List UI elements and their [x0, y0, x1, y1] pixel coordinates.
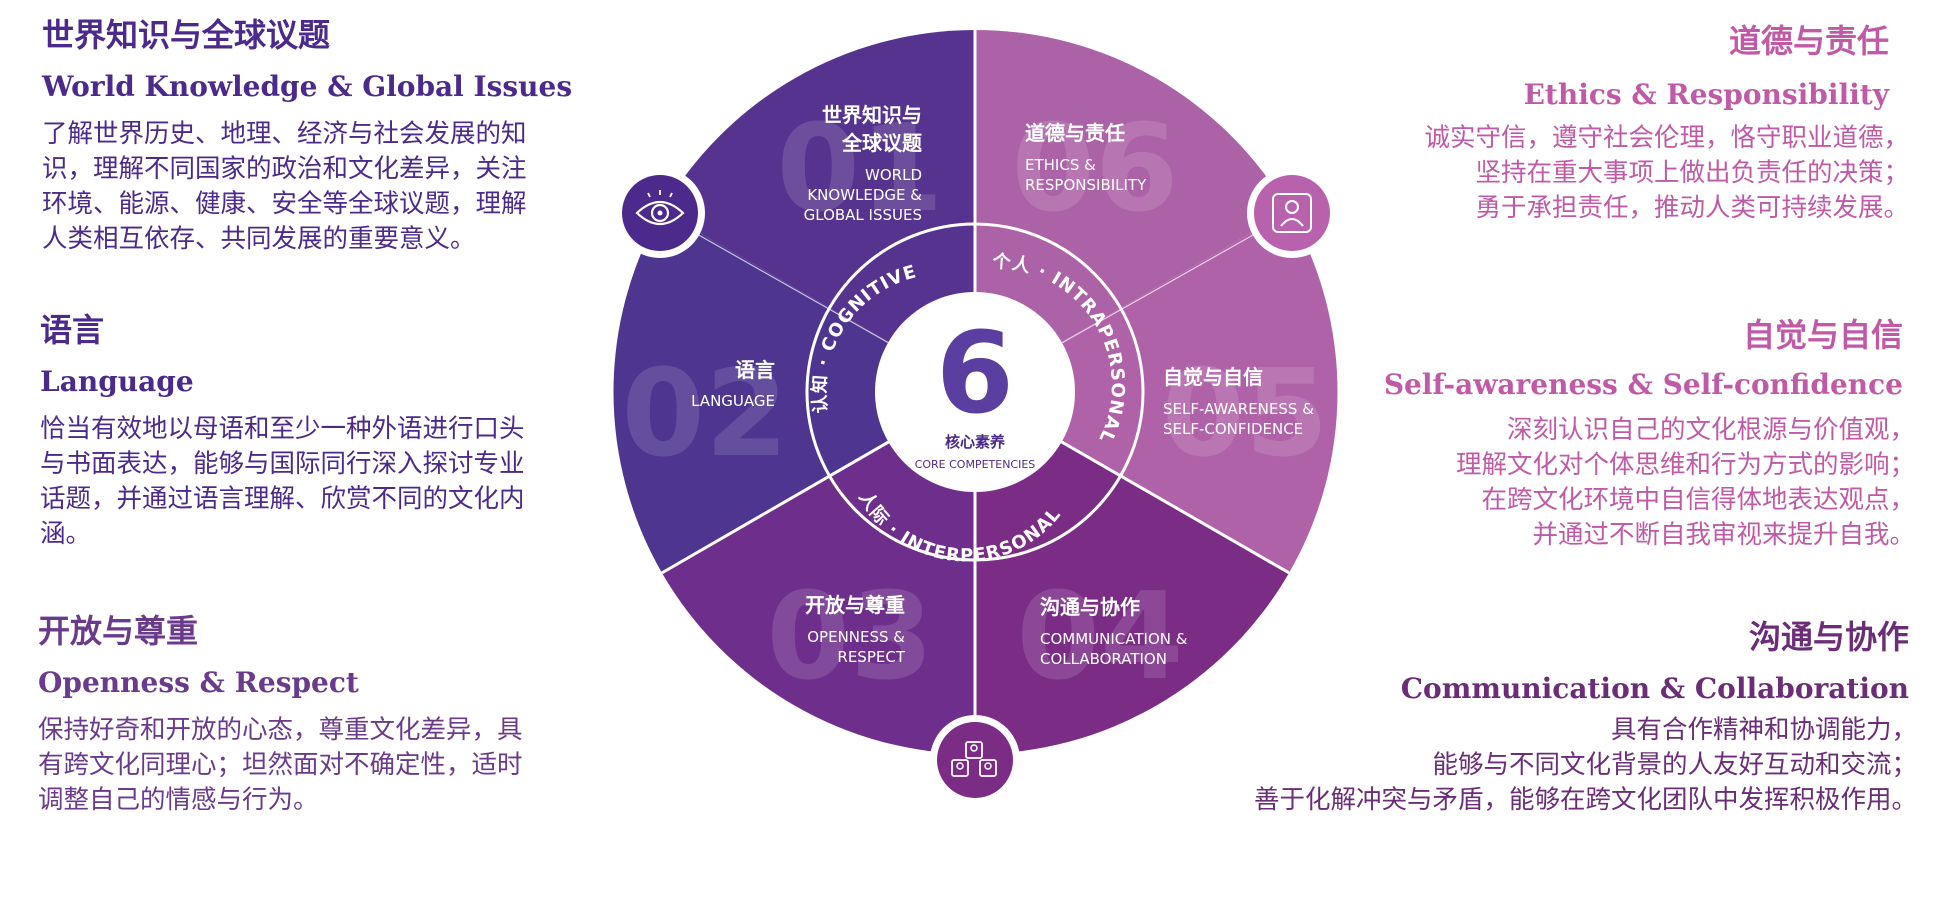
panel-title-en: Ethics & Responsibility	[1523, 78, 1889, 111]
segment-world-knowledge	[662, 30, 975, 392]
segment-label-en: OPENNESS &	[807, 628, 905, 646]
desc-line: 坚持在重大事项上做出负责任的决策；	[1475, 158, 1909, 188]
panel-title-zh: 沟通与协作	[1748, 618, 1909, 656]
panel-language: 语言 Language 恰当有效地以母语和至少一种外语进行口头 与书面表达，能够…	[40, 305, 610, 552]
panel-title-en: World Knowledge & Global Issues	[42, 70, 573, 103]
desc-line: 能够与不同文化背景的人友好互动和交流；	[1432, 750, 1917, 780]
panel-title-zh: 世界知识与全球议题	[42, 16, 331, 54]
segment-label-en: SELF-AWARENESS &	[1163, 400, 1314, 418]
panel-description: 诚实守信，遵守社会伦理，恪守职业道德， 坚持在重大事项上做出负责任的决策； 勇于…	[1209, 121, 1909, 226]
team-icon	[930, 715, 1020, 805]
segment-label-en: COMMUNICATION &	[1040, 630, 1188, 648]
desc-line: 具有合作精神和协调能力，	[1610, 715, 1917, 745]
desc-line: 涵。	[40, 519, 92, 549]
segment-number: 04	[1017, 568, 1184, 707]
center-number: 6	[936, 309, 1014, 439]
desc-line: 了解世界历史、地理、经济与社会发展的知	[42, 119, 527, 149]
competency-wheel: 01 02 03 04 05 06 6 核心素养 CORE COMPETENCI…	[613, 28, 1338, 805]
panel-world-knowledge: 世界知识与全球议题 World Knowledge & Global Issue…	[42, 10, 612, 257]
panel-title-en: Language	[40, 365, 194, 398]
segment-communication	[975, 392, 1289, 755]
segment-label-zh: 道德与责任	[1025, 121, 1125, 145]
center-title-zh: 核心素养	[945, 433, 1006, 451]
segment-label-zh: 世界知识与	[822, 103, 922, 127]
id-badge-icon	[1247, 168, 1337, 258]
panel-description: 深刻认识自己的文化根源与价值观， 理解文化对个体思维和行为方式的影响； 在跨文化…	[1215, 413, 1915, 553]
segment-number: 06	[1012, 100, 1179, 239]
segment-label-en: LANGUAGE	[691, 392, 775, 410]
panel-description: 具有合作精神和协调能力， 能够与不同文化背景的人友好互动和交流； 善于化解冲突与…	[1097, 713, 1917, 818]
desc-line: 话题，并通过语言理解、欣赏不同的文化内	[40, 484, 525, 514]
panel-title-zh: 自觉与自信	[1742, 316, 1903, 354]
segment-label-zh: 语言	[735, 358, 775, 382]
segment-number: 03	[767, 568, 934, 707]
panel-title-zh: 开放与尊重	[38, 612, 199, 650]
segment-label-zh: 沟通与协作	[1040, 595, 1140, 619]
segment-label-en: WORLD	[865, 166, 922, 184]
segment-number: 01	[777, 100, 944, 239]
segment-ethics	[975, 29, 1289, 392]
desc-line: 环境、能源、健康、安全等全球议题，理解	[42, 189, 527, 219]
center-title-en: CORE COMPETENCIES	[915, 458, 1036, 471]
panel-title-en: Openness & Respect	[38, 666, 359, 699]
segment-label-en: GLOBAL ISSUES	[804, 206, 922, 224]
panel-title-zh: 语言	[40, 311, 105, 349]
desc-line: 并通过不断自我审视来提升自我。	[1532, 520, 1915, 550]
desc-line: 保持好奇和开放的心态，尊重文化差异，具	[38, 715, 523, 745]
panel-title-zh: 道德与责任	[1728, 22, 1889, 60]
desc-line: 善于化解冲突与矛盾，能够在跨文化团队中发挥积极作用。	[1253, 785, 1917, 815]
segment-label-zh: 开放与尊重	[805, 593, 905, 617]
panel-self-awareness: 自觉与自信 Self-awareness & Self-confidence 深…	[1215, 310, 1915, 553]
panel-description: 恰当有效地以母语和至少一种外语进行口头 与书面表达，能够与国际同行深入探讨专业 …	[40, 412, 610, 552]
segment-number: 05	[1162, 345, 1329, 484]
desc-line: 调整自己的情感与行为。	[38, 785, 319, 815]
segment-label-zh: 全球议题	[841, 131, 923, 155]
eye-icon	[615, 168, 705, 258]
segment-label-en: RESPONSIBILITY	[1025, 176, 1147, 194]
desc-line: 在跨文化环境中自信得体地表达观点，	[1481, 485, 1915, 515]
segment-label-zh: 自觉与自信	[1163, 365, 1263, 389]
panel-ethics: 道德与责任 Ethics & Responsibility 诚实守信，遵守社会伦…	[1209, 16, 1909, 226]
panel-title-en: Self-awareness & Self-confidence	[1383, 368, 1903, 401]
segment-number: 02	[622, 345, 789, 484]
desc-line: 深刻认识自己的文化根源与价值观，	[1506, 415, 1915, 445]
panel-title-en: Communication & Collaboration	[1400, 672, 1909, 705]
segment-openness	[662, 392, 975, 754]
desc-line: 识，理解不同国家的政治和文化差异，关注	[42, 154, 527, 184]
desc-line: 诚实守信，遵守社会伦理，恪守职业道德，	[1424, 123, 1909, 153]
desc-line: 勇于承担责任，推动人类可持续发展。	[1475, 193, 1909, 223]
desc-line: 人类相互依存、共同发展的重要意义。	[42, 224, 476, 254]
segment-label-en: ETHICS &	[1025, 156, 1096, 174]
desc-line: 有跨文化同理心；坦然面对不确定性，适时	[38, 750, 523, 780]
panel-communication: 沟通与协作 Communication & Collaboration 具有合作…	[1097, 612, 1917, 818]
segment-label-en: KNOWLEDGE &	[807, 186, 922, 204]
segment-label-en: RESPECT	[837, 648, 905, 666]
panel-openness: 开放与尊重 Openness & Respect 保持好奇和开放的心态，尊重文化…	[38, 606, 608, 818]
panel-description: 了解世界历史、地理、经济与社会发展的知 识，理解不同国家的政治和文化差异，关注 …	[42, 117, 612, 257]
desc-line: 理解文化对个体思维和行为方式的影响；	[1455, 450, 1915, 480]
center-circle	[875, 292, 1075, 492]
segment-label-en: SELF-CONFIDENCE	[1163, 420, 1303, 438]
desc-line: 恰当有效地以母语和至少一种外语进行口头	[40, 414, 525, 444]
segment-label-en: COLLABORATION	[1040, 650, 1167, 668]
segment-language	[613, 211, 975, 573]
desc-line: 与书面表达，能够与国际同行深入探讨专业	[40, 449, 525, 479]
segment-self-awareness	[975, 211, 1338, 573]
panel-description: 保持好奇和开放的心态，尊重文化差异，具 有跨文化同理心；坦然面对不确定性，适时 …	[38, 713, 608, 818]
